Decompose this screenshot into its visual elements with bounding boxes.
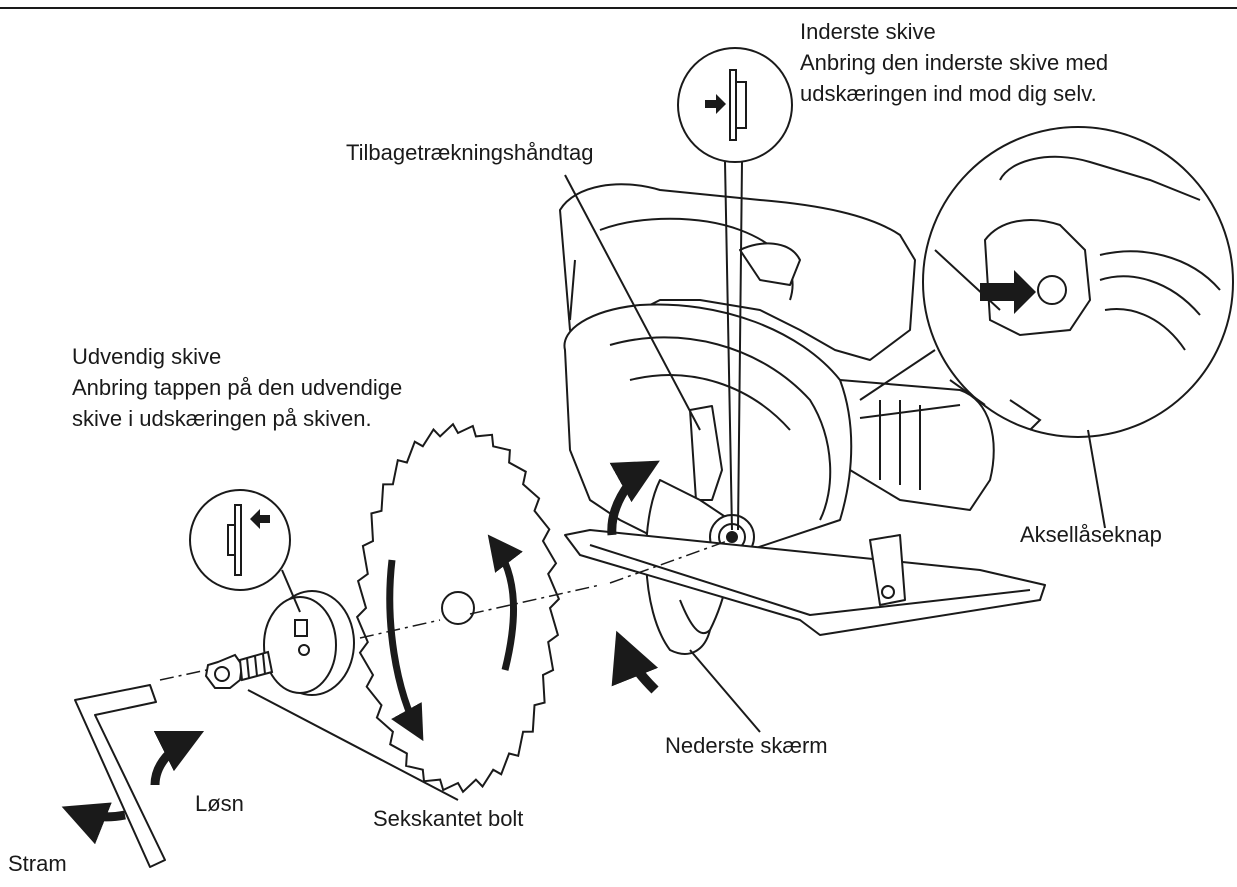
outer-flange-instruction-2: skive i udskæringen på skiven.: [72, 406, 372, 431]
hex-wrench: [74, 684, 166, 868]
inner-flange-callout: [677, 47, 793, 531]
inner-flange-instruction-2: udskæringen ind mod dig selv.: [800, 81, 1097, 106]
blade-rotation-arrow-right: [487, 534, 523, 671]
outer-flange-instruction-1: Anbring tappen på den udvendige: [72, 375, 403, 400]
hex-bolt-leader: [247, 689, 459, 801]
outer-flange: [263, 590, 355, 696]
outer-flange-callout: [189, 489, 301, 613]
retract-lever-label: Tilbagetrækningshåndtag: [346, 140, 594, 165]
loosen-label: Løsn: [195, 791, 244, 816]
retract-lever-leader: [564, 174, 701, 431]
shaft-lock-callout-leaders: [859, 349, 961, 419]
outer-flange-title: Udvendig skive: [72, 344, 222, 369]
inner-flange-title: Inderste skive: [800, 19, 936, 44]
guard-rotation-arrow: [607, 460, 660, 536]
tighten-label: Stram: [8, 851, 67, 876]
outer-flange-label: Udvendig skive Anbring tappen på den udv…: [72, 341, 402, 434]
shaft-lock-callout: [922, 126, 1234, 438]
blade-rotation-arrow-left: [386, 559, 424, 742]
loosen-arrow: [150, 730, 205, 786]
shaft-lock-leader: [1087, 429, 1106, 529]
lower-guard-label: Nederste skærm: [665, 733, 828, 758]
lower-guard-leader: [689, 649, 761, 733]
shaft-lock-label: Aksellåseknap: [1020, 522, 1162, 547]
hex-bolt: [204, 650, 274, 689]
tighten-arrow: [61, 802, 126, 845]
inner-flange-label: Inderste skive Anbring den inderste skiv…: [800, 16, 1108, 109]
lower-guard-arrow: [611, 630, 659, 694]
inner-flange-instruction-1: Anbring den inderste skive med: [800, 50, 1109, 75]
hex-bolt-label: Sekskantet bolt: [373, 806, 524, 831]
shaft-lock-arrow: [980, 270, 1036, 314]
